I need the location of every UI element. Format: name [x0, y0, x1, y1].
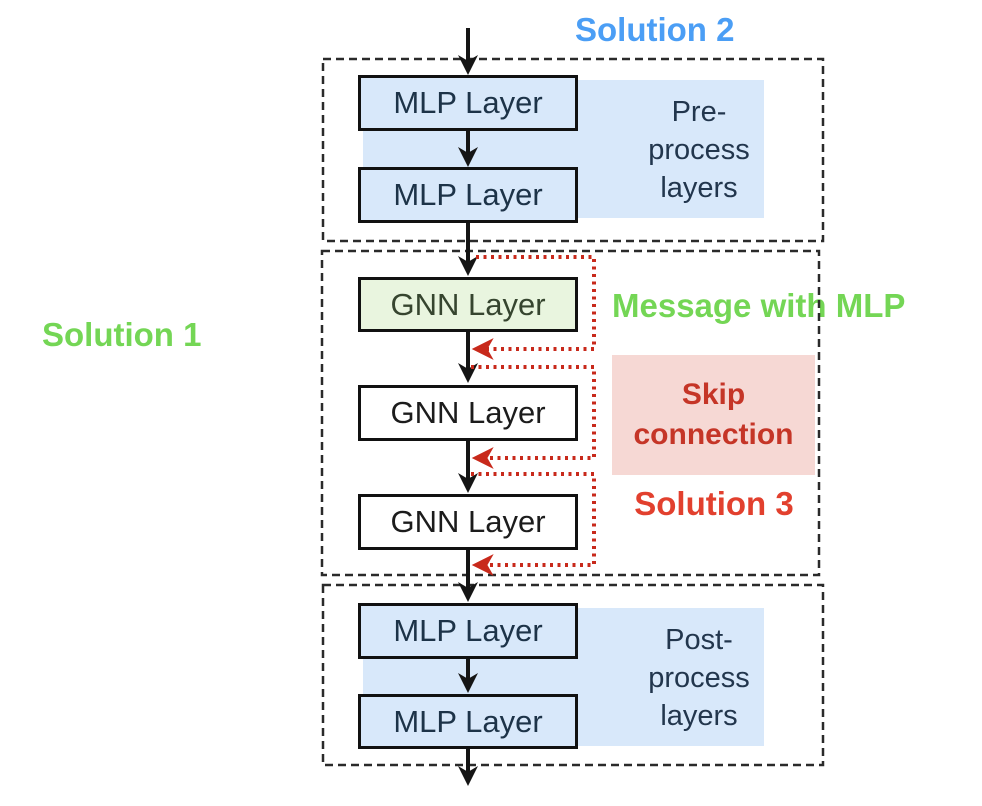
solution-3-label: Solution 3 [634, 485, 794, 522]
mlp-layer-box-2: MLP Layer [358, 167, 578, 223]
preprocess-note: Pre- process layers [633, 93, 765, 207]
mlp-layer-box-3: MLP Layer [358, 603, 578, 659]
postprocess-note-line3: layers [660, 700, 738, 732]
preprocess-note-line1: Pre- [671, 96, 727, 128]
postprocess-note: Post- process layers [633, 621, 765, 735]
solution-1-label: Solution 1 [42, 316, 202, 353]
postprocess-note-line2: process [648, 662, 750, 694]
gnn-layer-box-2: GNN Layer [358, 385, 578, 441]
gnn-layer-box-3: GNN Layer [358, 494, 578, 550]
skip-connection-line2: connection [633, 418, 794, 451]
mlp-layer-box-1: MLP Layer [358, 75, 578, 131]
mlp-layer-box-4: MLP Layer [358, 694, 578, 749]
message-with-mlp-label: Message with MLP [612, 287, 906, 324]
solution-2-label: Solution 2 [575, 11, 735, 48]
preprocess-note-line3: layers [660, 172, 738, 204]
skip-connection-label: Skip connection [612, 355, 815, 475]
skip-connection-line1: Skip [681, 378, 746, 411]
postprocess-note-line1: Post- [665, 624, 733, 656]
gnn-layer-box-1: GNN Layer [358, 277, 578, 332]
preprocess-note-line2: process [648, 134, 750, 166]
